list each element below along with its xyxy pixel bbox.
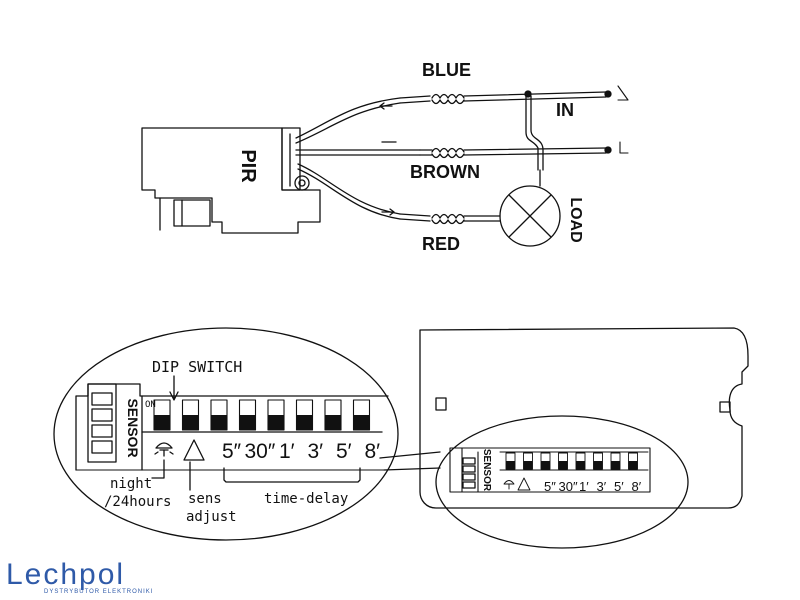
lechpol-logo: Lechpol DYSTRYBUTOR ELEKTRONIKI [6, 558, 206, 598]
time-delay-label: time-delay [264, 491, 348, 507]
mini-zoom-ellipse [435, 415, 689, 549]
mini-switch-label: 3′ [597, 479, 607, 494]
mini-dip-switch [610, 452, 621, 470]
load-branch [525, 95, 544, 187]
dip-switch-title: DIP SWITCH [152, 358, 242, 376]
dip-switch [267, 399, 285, 431]
in-label: IN [556, 100, 574, 120]
night-icon [154, 442, 174, 457]
mini-dip-switch [540, 452, 551, 470]
mini-switch-labels: 5″30″1′ 3′ 5′ 8′ [544, 479, 642, 494]
wire-label-red: RED [422, 234, 460, 254]
dip-switch [324, 399, 342, 431]
dip-sensor-label: SENSOR [125, 398, 141, 457]
dip-switch-row [153, 399, 371, 431]
mini-dip-switch [523, 452, 533, 470]
line-terminal-icon [619, 141, 629, 154]
pir-module [141, 127, 321, 234]
logo-tagline: DYSTRYBUTOR ELEKTRONIKI [44, 589, 154, 595]
line-label: L [620, 140, 628, 156]
dip-switch [238, 399, 257, 431]
dip-switch-label: 5″ [222, 440, 242, 463]
mini-dip-switch [628, 452, 638, 470]
wire-label-blue: BLUE [422, 60, 471, 80]
mini-dip-switch [593, 452, 603, 470]
sens-adjust-label: adjust [186, 509, 237, 525]
dip-panel [75, 383, 389, 471]
night-label: night [110, 476, 152, 492]
neutral-terminal-icon [617, 85, 629, 101]
mini-switch-row [503, 452, 638, 491]
dip-switch [210, 399, 228, 431]
night-24hours-label: /24hours [104, 494, 171, 510]
dip-switch [153, 399, 171, 431]
logo-wordmark: Lechpol [6, 558, 126, 591]
mini-switch-label: 30″ [559, 479, 578, 494]
wire-label-brown: BROWN [410, 162, 480, 182]
mini-switch-label: 5′ [614, 479, 624, 494]
dip-switch-arrow [169, 375, 179, 401]
mini-sens-icon [517, 477, 531, 491]
dip-switch [352, 399, 371, 431]
dip-switch-label: 8′ [365, 440, 381, 463]
sens-label: sens [188, 491, 222, 507]
mini-dip-switch [558, 452, 568, 470]
magnifier-lines [379, 451, 441, 471]
dip-zoom-ellipse [53, 327, 399, 541]
dip-switch-label: 30″ [245, 440, 276, 463]
mini-dip-panel [449, 447, 651, 493]
wire-bundle [295, 91, 607, 225]
mini-dip-switch [575, 452, 586, 470]
dip-braces [151, 459, 361, 491]
mini-switch-label: 1′ [579, 479, 589, 494]
load-label: LOAD [567, 197, 584, 242]
pir-label: PIR [237, 149, 259, 183]
dip-switch [181, 399, 200, 431]
junction-dot [604, 90, 612, 98]
junction-dot [524, 90, 532, 98]
dip-switch-label: 5′ [336, 440, 352, 463]
dip-switch [295, 399, 314, 431]
dip-switch-label: 1′ [279, 440, 295, 463]
load-lamp-icon [499, 185, 561, 247]
mini-night-icon [503, 480, 515, 490]
mini-sensor-label: SENSOR [481, 449, 492, 492]
mini-dip-switch [505, 452, 516, 470]
mini-switch-label: 5″ [544, 479, 556, 494]
sens-adjust-icon [183, 439, 205, 461]
sensor-enclosure [419, 327, 749, 509]
dip-switch-labels: 5″30″1′ 3′ 5′ 8′ [222, 440, 380, 463]
dip-on-label: ON [145, 400, 156, 410]
junction-dot [604, 146, 612, 154]
mini-switch-label: 8′ [632, 479, 642, 494]
dip-switch-label: 3′ [308, 440, 324, 463]
